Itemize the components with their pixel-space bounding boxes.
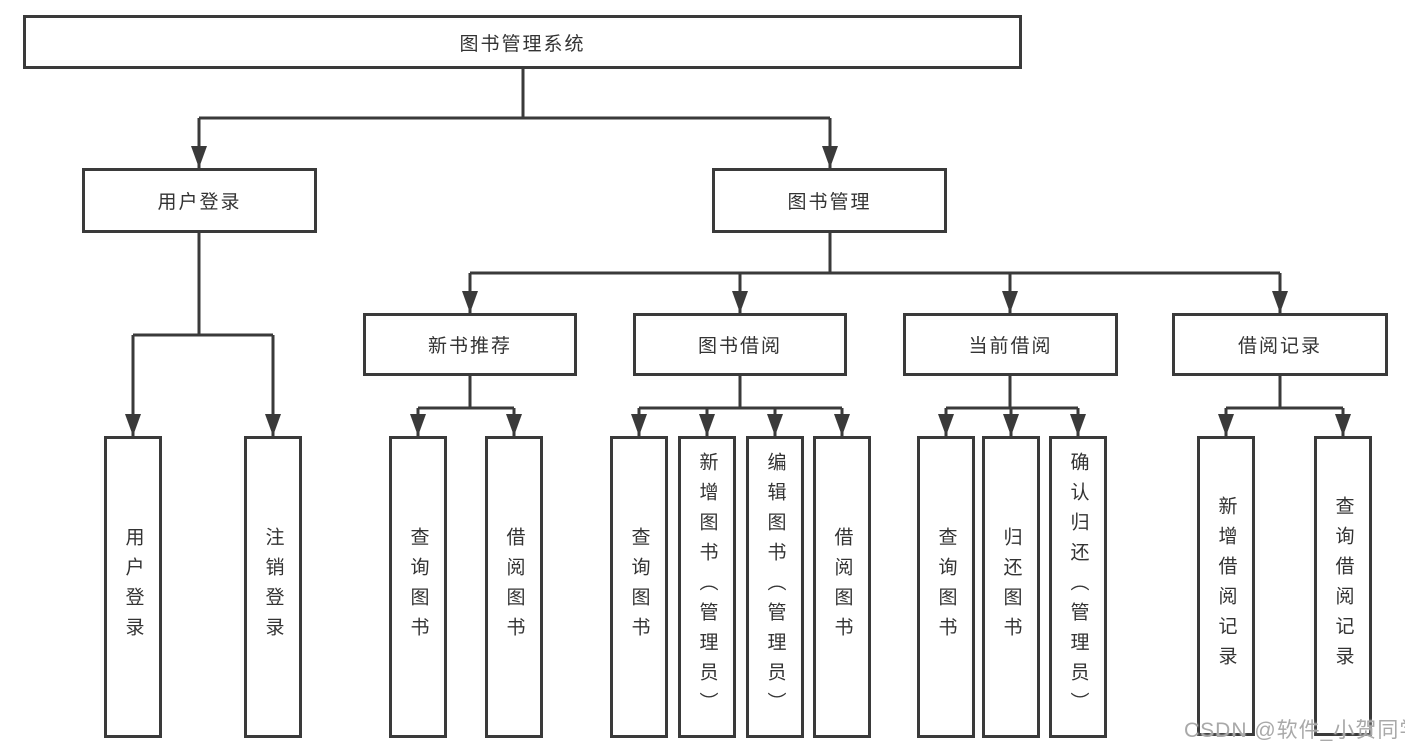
node-root: 图书管理系统: [23, 15, 1022, 69]
leaf-borrow-edit-admin-label: 编辑图书（管理员）: [764, 452, 786, 722]
node-book-management: 图书管理: [712, 168, 947, 233]
leaf-current-confirm-admin-label: 确认归还（管理员）: [1067, 452, 1089, 722]
leaf-logout-label: 注销登录: [262, 527, 284, 647]
leaf-record-add-label: 新增借阅记录: [1215, 496, 1237, 676]
csdn-watermark: CSDN @软件_小贺同学: [1184, 719, 1405, 742]
node-root-label: 图书管理系统: [459, 33, 586, 55]
node-new-book-recommend-label: 新书推荐: [427, 336, 512, 357]
node-borrow-record: 借阅记录: [1172, 313, 1388, 376]
leaf-user-login-label: 用户登录: [122, 527, 144, 647]
leaf-borrow-borrow: 借阅图书: [813, 436, 871, 738]
leaf-record-query-label: 查询借阅记录: [1332, 496, 1354, 676]
leaf-borrow-borrow-label: 借阅图书: [831, 527, 853, 647]
node-current-borrow-label: 当前借阅: [968, 336, 1053, 357]
leaf-user-login: 用户登录: [104, 436, 162, 738]
node-book-borrow: 图书借阅: [633, 313, 847, 376]
leaf-logout: 注销登录: [244, 436, 302, 738]
node-current-borrow: 当前借阅: [903, 313, 1118, 376]
leaf-newbook-query-label: 查询图书: [407, 527, 429, 647]
node-book-management-label: 图书管理: [787, 192, 872, 213]
leaf-borrow-add-admin-label: 新增图书（管理员）: [696, 452, 718, 722]
leaf-newbook-borrow-label: 借阅图书: [503, 527, 525, 647]
leaf-borrow-edit-admin: 编辑图书（管理员）: [746, 436, 804, 738]
leaf-current-query: 查询图书: [917, 436, 975, 738]
connector-segments: [133, 69, 1343, 410]
leaf-record-add: 新增借阅记录: [1197, 436, 1255, 736]
leaf-borrow-add-admin: 新增图书（管理员）: [678, 436, 736, 738]
leaf-borrow-query-label: 查询图书: [628, 527, 650, 647]
leaf-current-return: 归还图书: [982, 436, 1040, 738]
node-user-login: 用户登录: [82, 168, 317, 233]
leaf-record-query: 查询借阅记录: [1314, 436, 1372, 736]
node-book-borrow-label: 图书借阅: [697, 336, 782, 357]
node-borrow-record-label: 借阅记录: [1237, 336, 1322, 357]
leaf-current-query-label: 查询图书: [935, 527, 957, 647]
leaf-current-return-label: 归还图书: [1000, 527, 1022, 647]
leaf-newbook-borrow: 借阅图书: [485, 436, 543, 738]
leaf-newbook-query: 查询图书: [389, 436, 447, 738]
node-new-book-recommend: 新书推荐: [363, 313, 577, 376]
leaf-current-confirm-admin: 确认归还（管理员）: [1049, 436, 1107, 738]
connector-arrows: [125, 118, 1351, 436]
node-user-login-label: 用户登录: [157, 192, 242, 213]
leaf-borrow-query: 查询图书: [610, 436, 668, 738]
